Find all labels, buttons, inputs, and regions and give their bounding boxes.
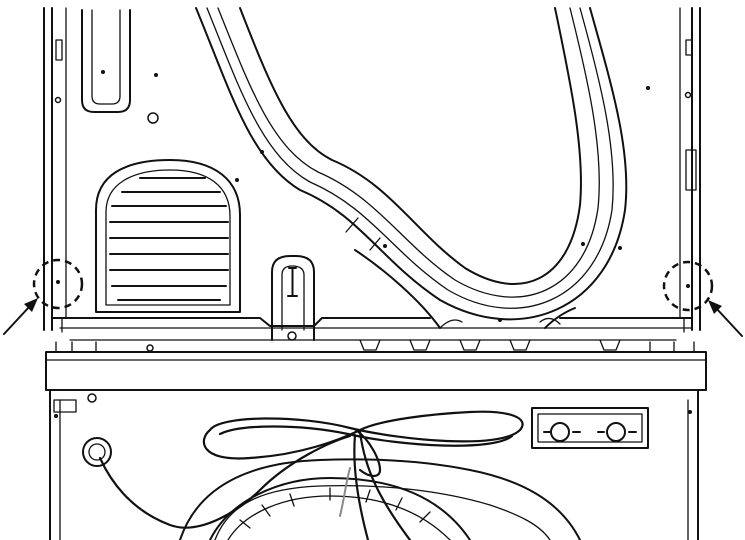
power-cord bbox=[98, 410, 524, 540]
right-bracket-callout bbox=[662, 260, 743, 337]
connection-panel bbox=[531, 407, 649, 449]
center-bracket bbox=[271, 255, 315, 341]
left-bracket-callout bbox=[3, 258, 84, 335]
vent-grille bbox=[95, 159, 241, 313]
dryer-unit bbox=[43, 7, 701, 341]
washer-unit bbox=[45, 339, 707, 540]
